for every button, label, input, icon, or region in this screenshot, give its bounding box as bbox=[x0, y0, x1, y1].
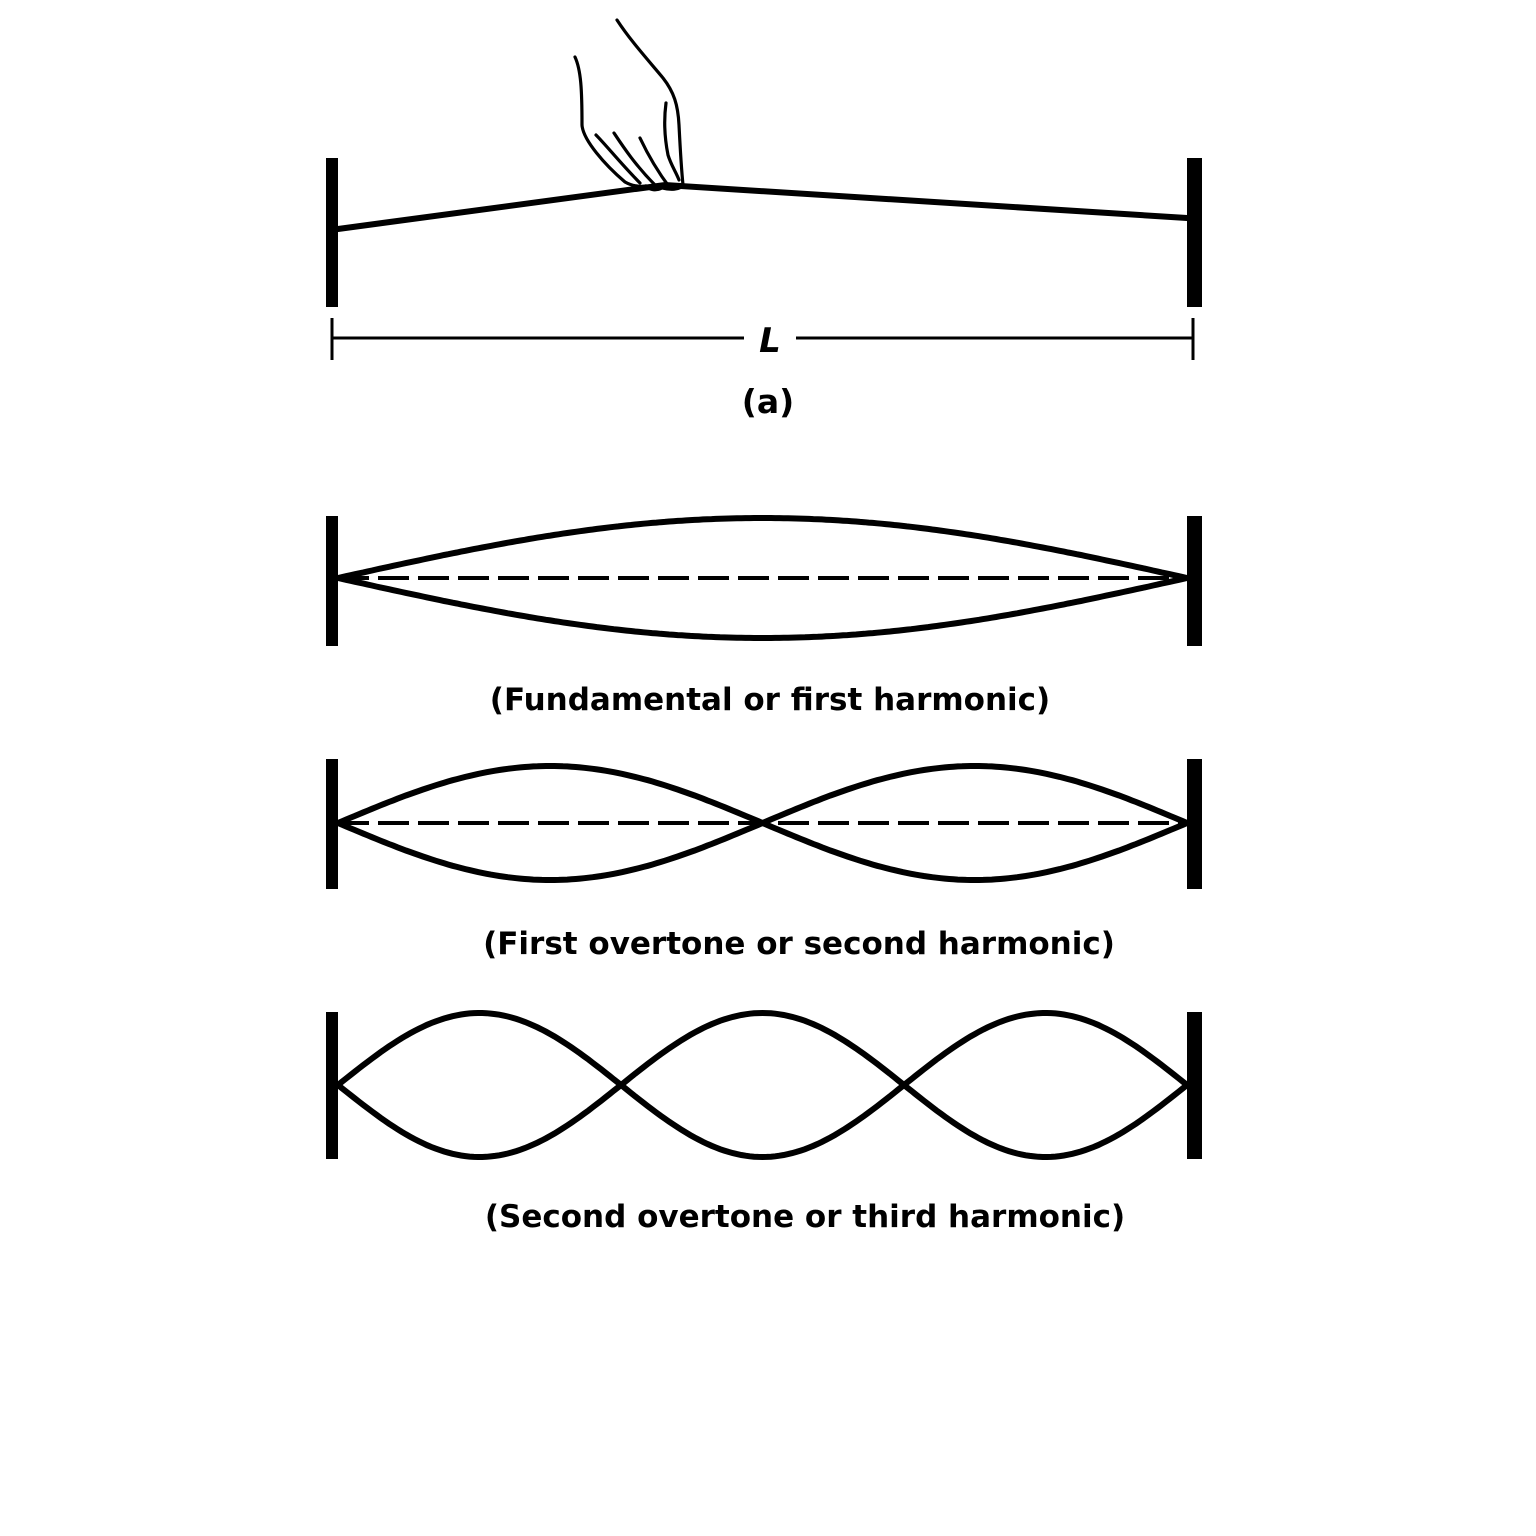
figure-a-plucked-string: L (a) bbox=[326, 18, 1202, 421]
mode-caption: (Second overtone or third harmonic) bbox=[485, 1199, 1125, 1235]
left-fixed-end bbox=[326, 1012, 338, 1159]
panel-label-a: (a) bbox=[742, 382, 794, 421]
mode-fundamental: (Fundamental or first harmonic) bbox=[326, 515, 1202, 718]
hand-icon bbox=[573, 18, 685, 192]
mode-third-harmonic: (Second overtone or third harmonic) bbox=[326, 1009, 1202, 1235]
wave-envelope-upper bbox=[337, 515, 1188, 581]
plucked-string bbox=[335, 181, 1190, 232]
left-fixed-end bbox=[326, 516, 338, 646]
wave-envelope-upper bbox=[336, 1010, 1189, 1161]
wave-envelope-lower bbox=[337, 575, 1188, 641]
wave-envelope-lower bbox=[336, 763, 1189, 883]
length-label: L bbox=[759, 321, 781, 361]
right-fixed-end bbox=[1187, 759, 1202, 889]
wave-envelope-lower bbox=[336, 1009, 1189, 1160]
mode-caption: (Fundamental or first harmonic) bbox=[490, 682, 1050, 718]
mode-second-harmonic: (First overtone or second harmonic) bbox=[326, 759, 1202, 962]
right-fixed-end bbox=[1187, 158, 1202, 307]
mode-caption: (First overtone or second harmonic) bbox=[483, 926, 1115, 962]
left-fixed-end bbox=[326, 759, 338, 889]
left-fixed-end bbox=[326, 158, 338, 307]
right-fixed-end bbox=[1187, 516, 1202, 646]
length-dimension: L bbox=[330, 318, 1195, 361]
right-fixed-end bbox=[1187, 1012, 1202, 1159]
